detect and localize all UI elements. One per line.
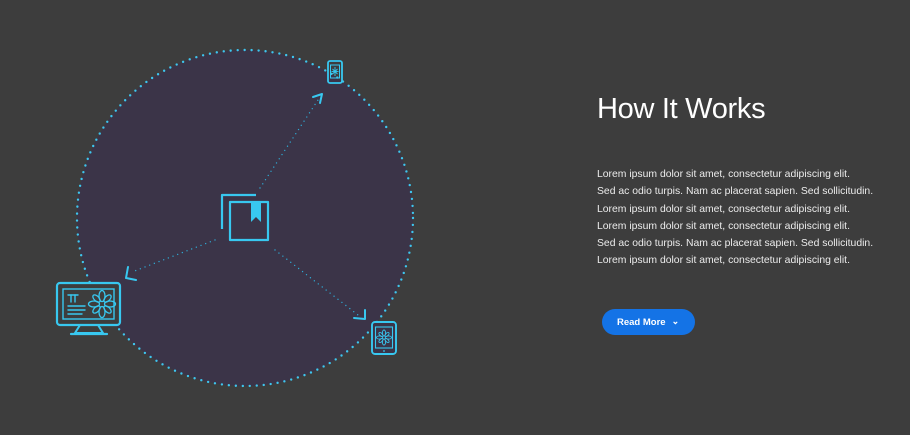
arrowhead-monitor <box>125 266 137 281</box>
workflow-diagram <box>55 48 415 388</box>
arrowheads <box>125 93 366 320</box>
section-body: Lorem ipsum dolor sit amet, consectetur … <box>597 166 897 270</box>
body-text-line: Sed ac odio turpis. Nam ac placerat sapi… <box>597 186 874 198</box>
body-text-line: Lorem ipsum dolor sit amet, consectetur … <box>597 203 850 215</box>
chevron-down-icon: ⌄ <box>671 315 680 326</box>
section-title: How It Works <box>597 93 766 125</box>
tablet-icon <box>371 321 397 355</box>
how-it-works-section: How It Works Lorem ipsum dolor sit amet,… <box>597 92 897 335</box>
arrowhead-tablet <box>353 309 366 320</box>
connector-lines <box>131 99 359 316</box>
smartphone-icon <box>327 60 343 84</box>
connector-to-monitor <box>131 239 216 273</box>
read-more-button[interactable]: Read More ⌄ <box>602 309 696 335</box>
body-text-line: Lorem ipsum dolor sit amet, consectetur … <box>597 255 850 267</box>
arrowhead-phone <box>312 93 323 104</box>
read-more-label: Read More <box>617 316 666 328</box>
body-text-line: Lorem ipsum dolor sit amet, consectetur … <box>597 169 850 180</box>
desktop-monitor-icon <box>55 281 122 336</box>
body-text-line: Lorem ipsum dolor sit amet, consectetur … <box>597 220 850 232</box>
document-bookmark-icon <box>220 193 270 242</box>
body-text-line: Sed ac odio turpis. Nam ac placerat sapi… <box>597 238 874 250</box>
